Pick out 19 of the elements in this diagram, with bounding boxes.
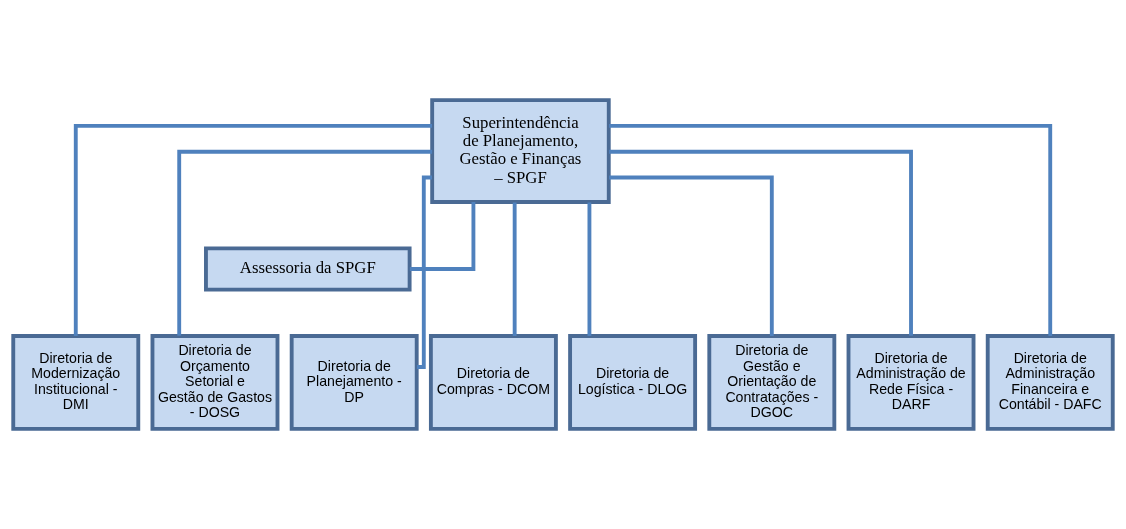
node-box: Diretoria de Administração de Rede Física - DARF xyxy=(846,334,976,431)
node-box: Diretoria de Logística - DLOG xyxy=(568,334,698,431)
connector xyxy=(609,175,774,336)
node-box: Diretoria de Modernização Institucional - DMI xyxy=(11,334,141,431)
node-box: Diretoria de Compras - DCOM xyxy=(428,334,558,431)
node-box: Diretoria de Administração Financeira e Contábil - DAFC xyxy=(985,334,1115,431)
node-box: Superintendência de Planejamento, Gestão e Finanças – SPGF xyxy=(430,98,611,204)
node-box: Diretoria de Planejamento - DP xyxy=(289,334,419,431)
connector xyxy=(416,175,433,369)
connector xyxy=(73,124,433,336)
connector xyxy=(609,124,1053,336)
connector xyxy=(177,149,433,336)
connector xyxy=(587,202,592,336)
connector xyxy=(409,202,476,271)
node-box: Assessoria da SPGF xyxy=(204,246,412,292)
node-box: Diretoria de Gestão e Orientação de Contratações - DGOC xyxy=(707,334,837,431)
connector xyxy=(512,202,517,336)
node-box: Diretoria de Orçamento Setorial e Gestão de Gastos - DOSG xyxy=(150,334,280,431)
connector xyxy=(609,149,913,336)
